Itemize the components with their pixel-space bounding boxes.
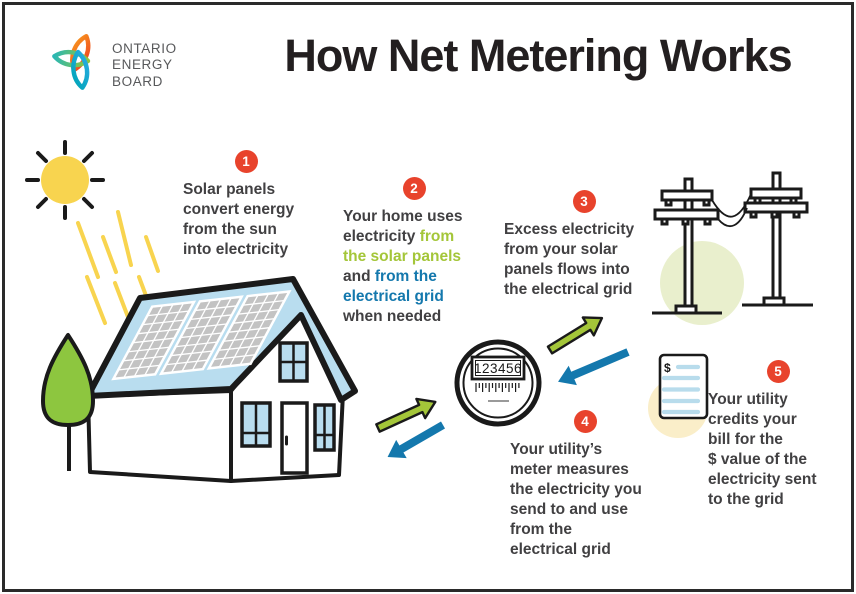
step-1-badge: 1 [234,150,258,173]
green-arrow-icon [375,397,437,433]
trillium-logo-icon [52,33,91,90]
bill-dollar-sign: $ [664,361,671,375]
step-5-badge: 5 [766,360,790,383]
arrows-meter-poles [546,316,630,386]
arrows-house-meter [375,397,445,459]
step-4-text: Your utility’s meter measures the electr… [510,441,642,558]
bill-text-lines [661,364,701,415]
house-with-solar-panels-icon [41,276,358,483]
blue-arrow-icon [558,348,630,386]
sun-rays [76,210,160,325]
step-1: 1 Solar panels convert energy from the s… [183,150,309,260]
utility-bill-icon: $ [648,353,709,438]
step-4: 4 Your utility’s meter measures the elec… [510,410,660,560]
step-2: 2 Your home uses electricity from the so… [343,177,485,327]
right-window [313,403,336,452]
logo-line-ontario: ONTARIO [112,41,177,56]
step-3: 3 Excess electricity from your solar pan… [504,190,664,300]
logo-text: ONTARIO ENERGY BOARD [112,41,177,90]
utility-meter-icon: 123456 [454,339,542,427]
step-4-badge: 4 [573,410,597,433]
step-5-text: Your utility credits your bill for the $… [708,391,817,508]
blue-arrow-icon [387,421,445,459]
logo-line-energy: ENERGY [112,57,173,73]
step-1-text: Solar panels convert energy from the sun… [183,181,295,258]
step-2-text: Your home uses electricity from the sola… [343,208,463,325]
tree-icon [41,333,95,471]
left-window [240,401,272,448]
step-2-badge: 2 [402,177,426,200]
meter-barcode [475,383,520,392]
logo-line-board: BOARD [112,73,164,89]
green-arrow-icon [546,316,604,355]
power-poles-icon [652,171,813,325]
sun-icon [25,140,160,325]
power-lines [711,193,752,228]
pale-green-circle [660,241,744,325]
solar-panel-array [111,289,292,381]
step-3-text: Excess electricity from your solar panel… [504,221,635,298]
meter-reading: 123456 [474,361,522,376]
door [280,401,309,475]
page-title: How Net Metering Works [284,30,792,81]
step-5: 5 Your utility credits your bill for the… [708,360,848,510]
step-3-badge: 3 [572,190,596,213]
attic-window [278,341,309,383]
